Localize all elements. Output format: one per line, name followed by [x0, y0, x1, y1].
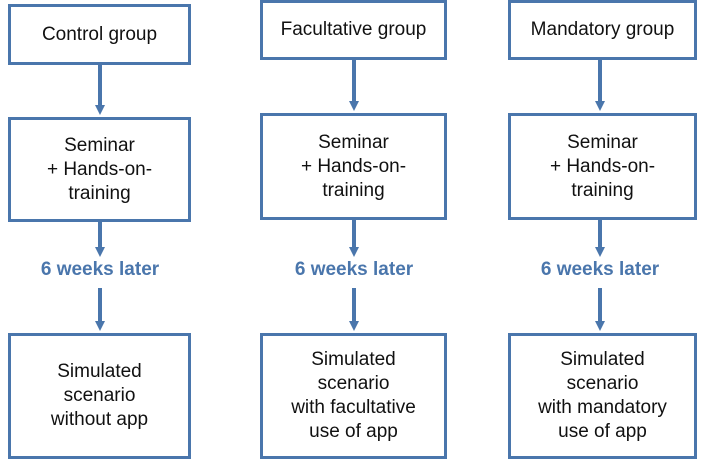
facultative-interval-label: 6 weeks later — [254, 259, 454, 281]
control-scenario-box: Simulated scenario without app — [8, 333, 191, 459]
mandatory-group-box: Mandatory group — [508, 0, 697, 60]
mandatory-scenario-box: Simulated scenario with mandatory use of… — [508, 333, 697, 459]
control-group-box: Control group — [8, 4, 191, 65]
mandatory-interval-label: 6 weeks later — [500, 259, 700, 281]
control-interval-label: 6 weeks later — [0, 259, 200, 281]
facultative-scenario-box: Simulated scenario with facultative use … — [260, 333, 447, 459]
control-training-box: Seminar + Hands-on- training — [8, 117, 191, 222]
mandatory-training-box: Seminar + Hands-on- training — [508, 113, 697, 220]
facultative-training-box: Seminar + Hands-on- training — [260, 113, 447, 220]
facultative-group-box: Facultative group — [260, 0, 447, 60]
